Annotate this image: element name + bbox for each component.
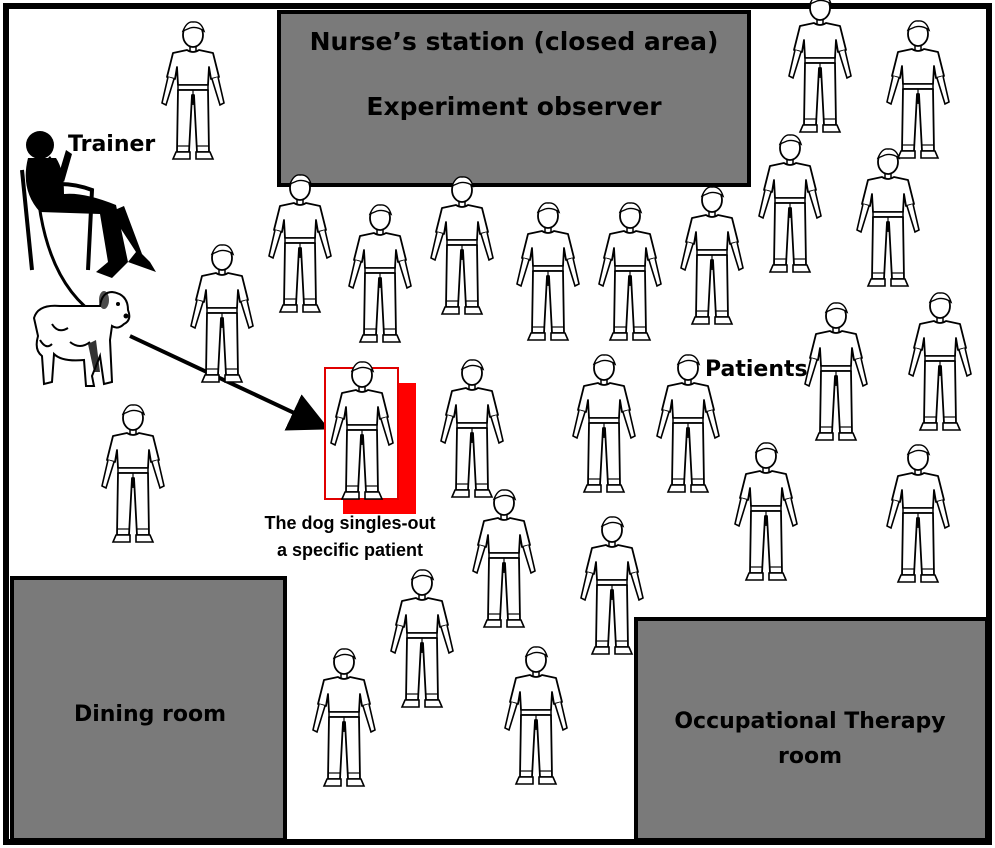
- patients-label: Patients: [705, 357, 808, 382]
- nurse-station-room: [277, 10, 751, 187]
- occupational-therapy-room: [634, 617, 989, 842]
- ot-room-label-line2: room: [778, 744, 842, 769]
- experiment-observer-label: Experiment observer: [366, 92, 662, 121]
- dog-caption-line2: a specific patient: [277, 540, 423, 560]
- nurse-station-label: Nurse’s station (closed area): [310, 27, 719, 56]
- dining-room-label: Dining room: [74, 702, 226, 727]
- trainer-silhouette-icon: [20, 131, 156, 278]
- ot-room-label-line1: Occupational Therapy: [674, 709, 945, 734]
- dog-caption-line1: The dog singles-out: [265, 513, 436, 533]
- trainer-label: Trainer: [68, 132, 155, 157]
- dog-icon: [32, 290, 131, 387]
- dining-room: [10, 576, 287, 842]
